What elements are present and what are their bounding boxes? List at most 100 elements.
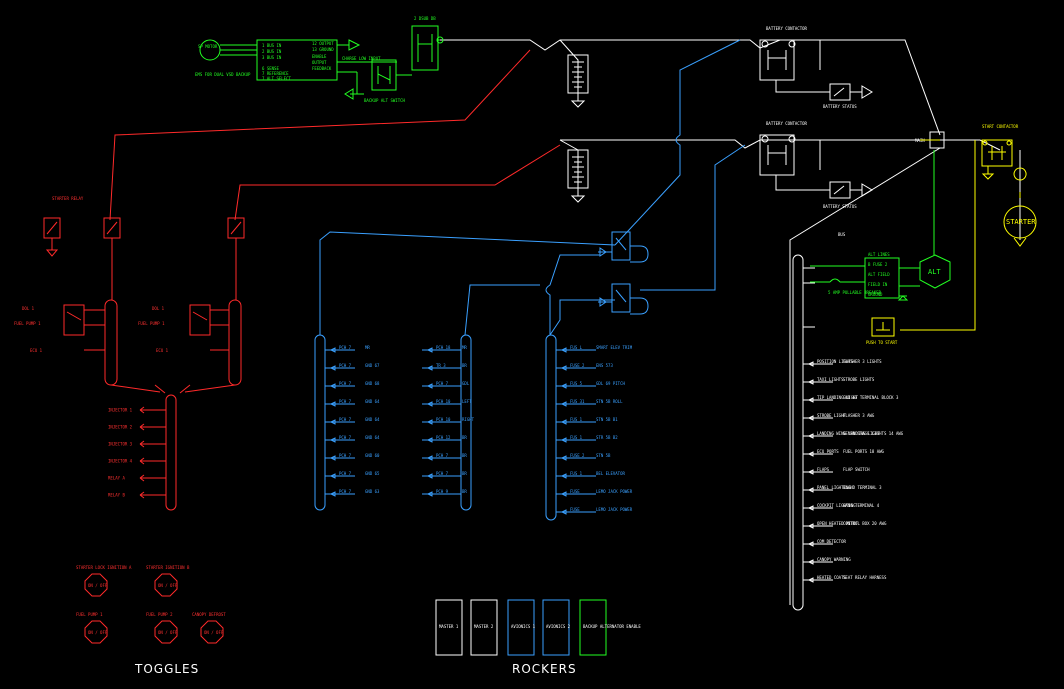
rocker-switch[interactable] (542, 599, 570, 656)
rocker-switch[interactable] (507, 599, 535, 656)
rocker-label: MASTER 2 (474, 624, 494, 629)
toggle-switch-body[interactable] (200, 620, 224, 644)
toggle-state-text: ON / OFF (88, 583, 108, 588)
bus-item-fuse: STROBE LIGHT (817, 413, 846, 418)
rocker-label: AVIONICS 2 (546, 624, 571, 629)
bus-item-fuse: TIP LANDING LIGHT (817, 395, 859, 400)
box-left-1: 1 BUS IN (262, 43, 282, 48)
bus-item-load: LEMO JACK POWER (596, 489, 633, 494)
right-input-2: FUEL PUMP 1 (138, 321, 165, 326)
bus-item-load: GND 60 (365, 453, 380, 458)
relay-output-label: INJECTOR 4 (108, 459, 133, 464)
bus-item-load: STN 5B ROLL (596, 399, 623, 404)
bus-item-fuse: PCH 7 (436, 381, 449, 386)
diode-mark (807, 433, 814, 439)
box-left-2: 2 BUS IN (262, 49, 282, 54)
bus-item-load: SEVEN STAGE LIGHTS 14 AWG (843, 431, 904, 436)
bus-item-fuse: FUSE (570, 489, 580, 494)
start-contactor-label: START CONTACTOR (982, 124, 1019, 129)
bus-item-fuse: COCKPIT LIGHTING (817, 503, 856, 508)
bus-item-load: STR 5B B2 (596, 435, 618, 440)
bus-item-load: RIGHT (462, 417, 475, 422)
bus-item-fuse: PCH 7 (436, 471, 449, 476)
bus-item-load: BR (462, 453, 467, 458)
bus-item-load: GND 64 (365, 399, 380, 404)
bus-item-fuse: PCH 7 (339, 381, 352, 386)
bus-item-load: BEL ELEVATOR (596, 471, 625, 476)
diode-mark (329, 347, 336, 353)
diode-mark (426, 491, 433, 497)
bus-item-fuse: CANOPY WARNING (817, 557, 851, 562)
fuse-label: EMS FOR DUAL VSD BACKUP (195, 72, 251, 77)
bus-b (460, 334, 472, 511)
bus-item-fuse: PCH 7 (436, 453, 449, 458)
rocker-switch[interactable] (579, 599, 607, 656)
bus-item-load: FLASHER 3 LIGHTS (843, 359, 882, 364)
bus-item-fuse: PCH 10 (436, 417, 451, 422)
diode-mark (807, 469, 814, 475)
battery-1 (567, 54, 589, 108)
bus-item-load: MR (365, 345, 370, 350)
diode-mark (329, 383, 336, 389)
alt-label: ALT (928, 268, 941, 276)
diode-mark (560, 365, 567, 371)
right-input-1: DOL 1 (152, 306, 165, 311)
relay-output-wire (139, 474, 166, 482)
battery-2 (567, 149, 589, 203)
bus-item-fuse: PCH 7 (339, 453, 352, 458)
toggle-label: STARTER LOCK IGNITION A (76, 565, 132, 570)
alt-row-3: FIELD IN (868, 282, 888, 287)
toggle-label: STARTER IGNITION B (146, 565, 190, 570)
bus-item-fuse: LANDING WING LANDING LIGHT (817, 431, 880, 436)
bus-item-fuse: PCH 7 (339, 489, 352, 494)
relay-output-wire (139, 440, 166, 448)
bus-item-fuse: FUS 1 (570, 435, 583, 440)
relay-output-wire (139, 491, 166, 499)
contactor-label-1: BATTERY CONTACTOR (766, 26, 808, 31)
bus-item-load: GND 64 (365, 435, 380, 440)
bus-item-fuse: ECU PORTS (817, 449, 839, 454)
bus-item-fuse: TR 3 (436, 363, 446, 368)
toggle-switch-body[interactable] (154, 620, 178, 644)
relay-output-wire (139, 406, 166, 414)
toggle-switch-body[interactable] (154, 573, 178, 597)
rocker-switch[interactable] (470, 599, 498, 656)
diode-mark (807, 397, 814, 403)
bus-item-load: LEFT (462, 399, 472, 404)
box-left-3: 3 BUS IN (262, 55, 282, 60)
bus-item-fuse: FUS L (570, 345, 583, 350)
bus-item-fuse: PCH 7 (339, 399, 352, 404)
box-right-1: 12 OUTPUT (312, 41, 334, 46)
toggle-state-text: ON / OFF (158, 583, 178, 588)
toggle-switch-body[interactable] (84, 620, 108, 644)
bus-item-fuse: PCH 7 (339, 345, 352, 350)
bus-item-fuse: PCH 7 (339, 435, 352, 440)
bus-item-fuse: POSITION LIGHTS (817, 359, 854, 364)
diode-mark (329, 419, 336, 425)
starter-label: STARTER (1006, 218, 1036, 226)
bus-item-load: SEAT RELAY HARNESS (843, 575, 887, 580)
bus-item-fuse: FUS 31 (570, 399, 585, 404)
toggle-switch-body[interactable] (84, 573, 108, 597)
starter-relay-label: STARTER RELAY (52, 196, 84, 201)
bus-item-fuse: PCH 9 (436, 489, 449, 494)
diode-mark (426, 365, 433, 371)
alt-lines-title: ALT LINES (868, 252, 890, 257)
toggle-state-text: ON / OFF (158, 630, 178, 635)
diode-mark (329, 455, 336, 461)
diode-mark (426, 455, 433, 461)
bus-item-load: SMART ELEV TRIM (596, 345, 633, 350)
diode-mark (329, 491, 336, 497)
bus-item-load: BR (462, 489, 467, 494)
bus-item-load: LEMO JACK POWER (596, 507, 633, 512)
charge-label: CHARGE LOW INPUT (342, 56, 381, 61)
diode-mark (426, 383, 433, 389)
rocker-switch[interactable] (435, 599, 463, 656)
bus-item-fuse: PCH 12 (436, 435, 451, 440)
toggle-circuit: STARTER RELAY DOL 1 FUEL PUMP 1 ECU 1 DO… (14, 49, 561, 511)
right-input-3: ECU 1 (156, 348, 169, 353)
